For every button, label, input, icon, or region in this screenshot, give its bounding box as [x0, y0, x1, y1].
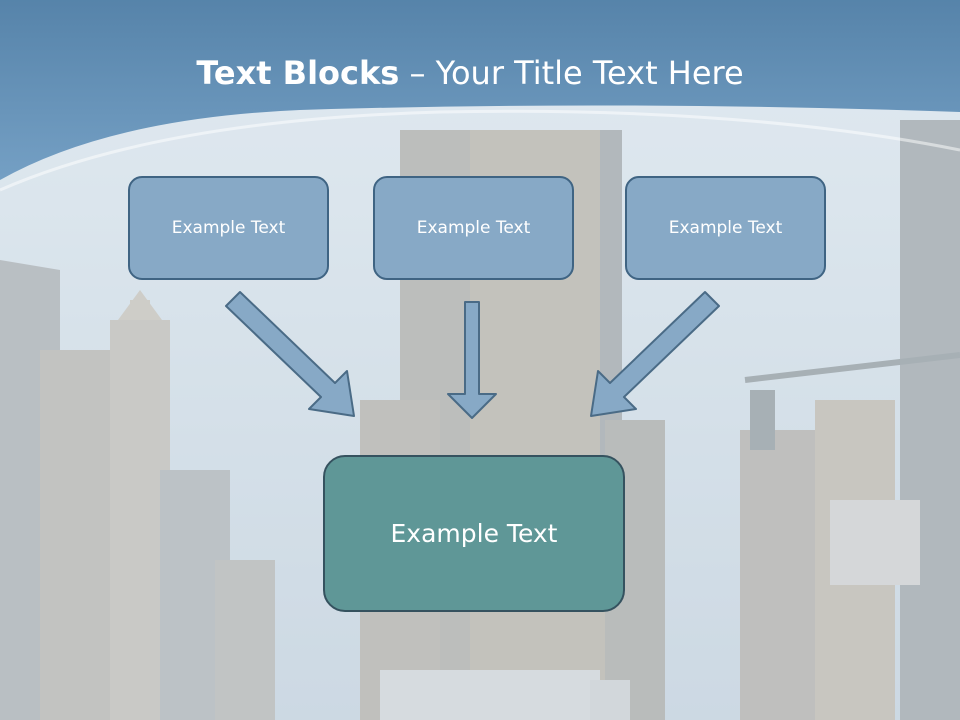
arrow-left-icon [225, 291, 355, 417]
arrow-right-icon [590, 291, 720, 417]
example-text-box-1: Example Text [128, 176, 329, 280]
arrow-down-icon [447, 301, 497, 419]
example-text-box-2: Example Text [373, 176, 574, 280]
example-text-box-3: Example Text [625, 176, 826, 280]
center-text-box: Example Text [323, 455, 625, 612]
title-rest: – Your Title Text Here [399, 54, 744, 92]
slide-title: Text Blocks – Your Title Text Here [0, 54, 940, 92]
title-bold: Text Blocks [196, 54, 400, 92]
